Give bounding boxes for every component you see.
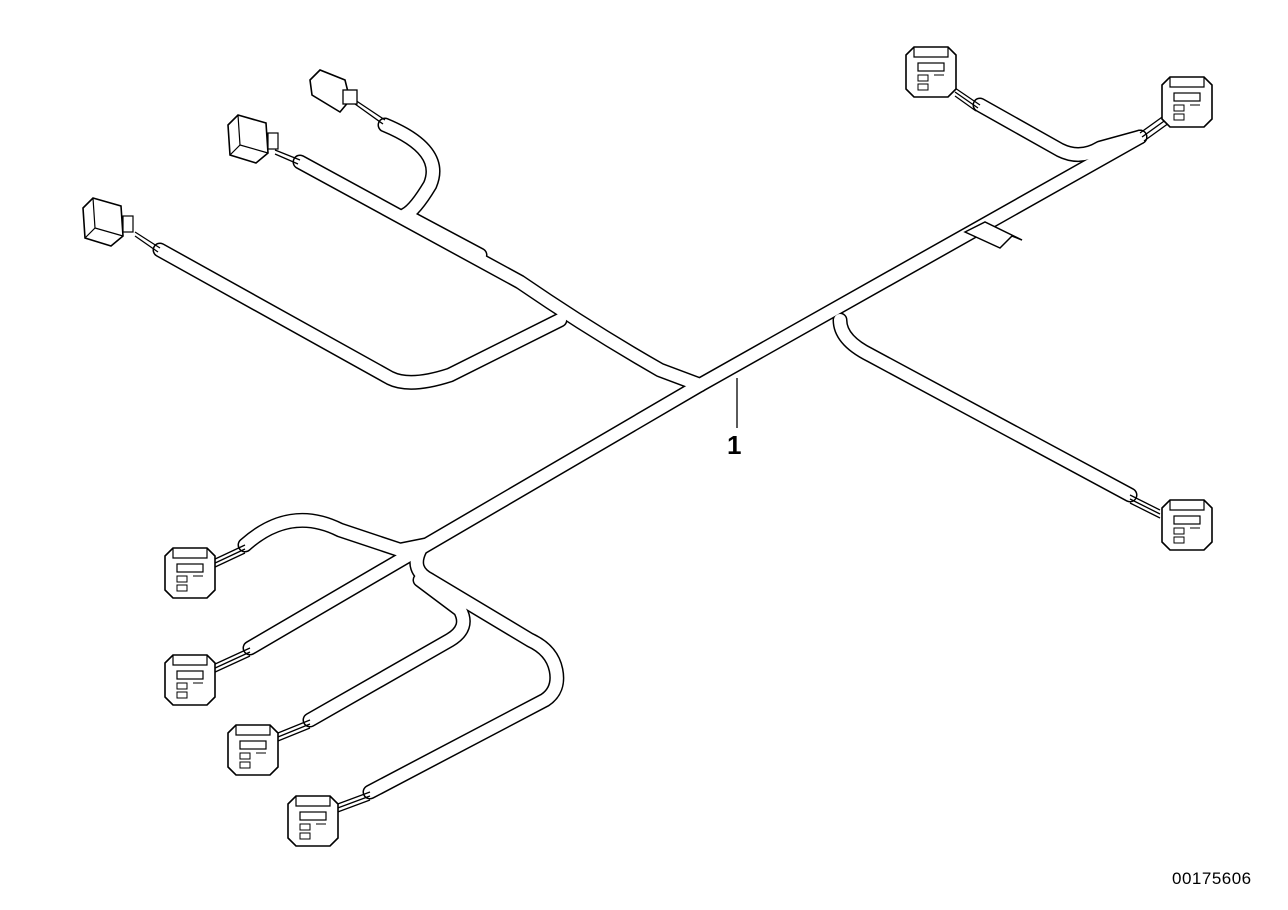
part-callout-number: 1 bbox=[727, 430, 742, 460]
connector-top-right-2 bbox=[1161, 76, 1213, 128]
connector-lower-left-4 bbox=[287, 795, 339, 847]
connector-upper-left-2 bbox=[227, 114, 279, 164]
connector-right bbox=[1161, 499, 1213, 551]
diagram-reference-number: 00175606 bbox=[1172, 869, 1252, 888]
connector-lower-left-2 bbox=[164, 654, 216, 706]
connector-top-right-1 bbox=[905, 46, 957, 98]
connector-top-small bbox=[309, 69, 358, 114]
connector-upper-left-3 bbox=[82, 197, 134, 247]
connector-lower-left-3 bbox=[227, 724, 279, 776]
connector-lower-left-1 bbox=[164, 547, 216, 599]
tape-flag bbox=[963, 221, 1023, 249]
